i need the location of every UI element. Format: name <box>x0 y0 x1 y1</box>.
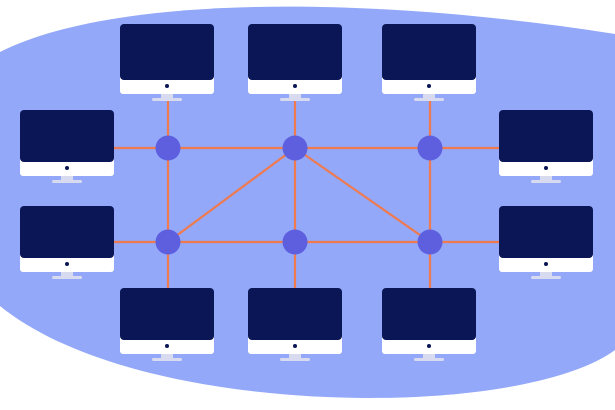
monitor-stand <box>540 176 552 181</box>
monitor-stand-base <box>280 358 310 361</box>
monitor-stand <box>289 354 301 359</box>
monitor-stand <box>540 272 552 277</box>
monitor-screen <box>499 110 593 162</box>
monitor-stand-base <box>280 98 310 101</box>
computer-right-1-monitor-icon <box>499 110 593 183</box>
monitor-screen <box>248 24 342 80</box>
monitor-power-light <box>65 262 69 266</box>
network-hubs <box>155 135 443 255</box>
monitor-power-light <box>427 84 431 88</box>
monitor-power-light <box>165 344 169 348</box>
monitor-screen <box>120 24 214 80</box>
monitor-power-light <box>165 84 169 88</box>
monitor-screen <box>382 288 476 340</box>
computer-bottom-2-monitor-icon <box>248 288 342 361</box>
monitor-screen <box>499 206 593 258</box>
link-hub-top-center-to-hub-bottom-right <box>293 146 432 244</box>
hub-bottom-center-node <box>282 229 308 255</box>
monitor-stand-base <box>531 276 561 279</box>
monitor-stand-base <box>152 358 182 361</box>
monitor-power-light <box>544 262 548 266</box>
computers <box>20 24 593 361</box>
monitor-stand-base <box>152 98 182 101</box>
monitor-stand <box>423 94 435 99</box>
computer-bottom-3-monitor-icon <box>382 288 476 361</box>
monitor-power-light <box>293 84 297 88</box>
computer-top-3-monitor-icon <box>382 24 476 101</box>
monitor-stand <box>161 354 173 359</box>
monitor-stand <box>161 94 173 99</box>
monitor-stand-base <box>52 276 82 279</box>
computer-left-1-monitor-icon <box>20 110 114 183</box>
monitor-stand <box>423 354 435 359</box>
monitor-power-light <box>427 344 431 348</box>
computer-left-2-monitor-icon <box>20 206 114 279</box>
monitor-screen <box>20 206 114 258</box>
hub-bottom-left-node <box>155 229 181 255</box>
monitor-stand <box>289 94 301 99</box>
monitor-screen <box>382 24 476 80</box>
hub-top-left-node <box>155 135 181 161</box>
hub-top-right-node <box>417 135 443 161</box>
monitor-stand-base <box>414 358 444 361</box>
monitor-stand-base <box>531 180 561 183</box>
computer-bottom-1-monitor-icon <box>120 288 214 361</box>
monitor-screen <box>248 288 342 340</box>
monitor-power-light <box>544 166 548 170</box>
link-hub-top-center-to-hub-bottom-left <box>166 146 297 244</box>
hub-top-center-node <box>282 135 308 161</box>
monitor-stand <box>61 176 73 181</box>
monitor-power-light <box>293 344 297 348</box>
monitor-stand-base <box>52 180 82 183</box>
computer-top-2-monitor-icon <box>248 24 342 101</box>
computer-right-2-monitor-icon <box>499 206 593 279</box>
monitor-screen <box>20 110 114 162</box>
monitor-stand-base <box>414 98 444 101</box>
hub-bottom-right-node <box>417 229 443 255</box>
monitor-power-light <box>65 166 69 170</box>
computer-top-1-monitor-icon <box>120 24 214 101</box>
monitor-stand <box>61 272 73 277</box>
monitor-screen <box>120 288 214 340</box>
